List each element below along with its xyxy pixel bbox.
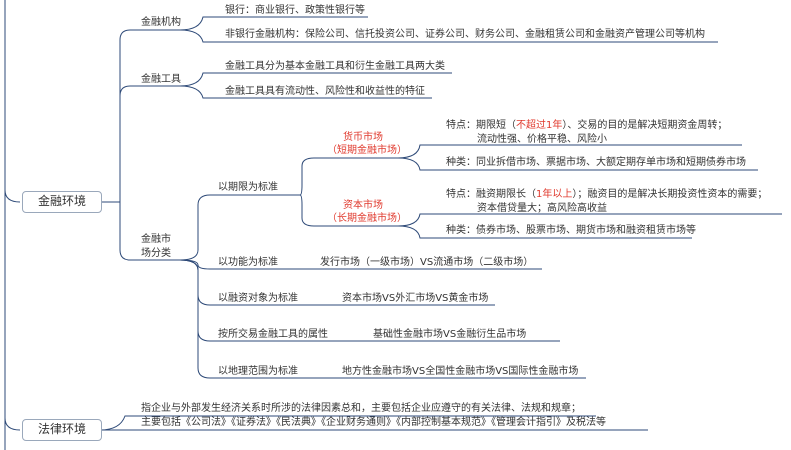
market-classification-line2: 场分类 xyxy=(141,248,171,259)
capital-feature-prefix: 特点：融资期限长（ xyxy=(446,189,536,200)
node-legal-definition[interactable]: 指企业与外部发生经济关系时所涉的法律因素总和，主要包括企业应遵守的有关法律、法规… xyxy=(141,403,581,414)
money-feature-prefix: 特点：期限短（ xyxy=(446,120,516,131)
node-tools-category[interactable]: 金融工具分为基本金融工具和衍生金融工具两大类 xyxy=(225,61,445,72)
money-feature-highlight: 不超过1年 xyxy=(516,120,563,131)
node-financial-tools[interactable]: 金融工具 xyxy=(141,74,181,85)
node-capital-market-features[interactable]: 特点：融资期限长（1年以上）；融资目的是解决长期投资性资本的需要； 资本借贷量大… xyxy=(446,188,767,216)
money-market-title: 货币市场 xyxy=(343,132,383,143)
node-by-function[interactable]: 以功能为标准 xyxy=(218,257,278,268)
node-capital-market-types[interactable]: 种类：债券市场、股票市场、期货市场和融资租赁市场等 xyxy=(446,225,696,236)
node-banks[interactable]: 银行：商业银行、政策性银行等 xyxy=(225,5,365,16)
node-by-function-value[interactable]: 发行市场（一级市场）VS流通市场（二级市场） xyxy=(320,257,534,268)
capital-market-feature-line2: 资本借贷量大；高风险高收益 xyxy=(477,203,607,214)
capital-feature-suffix: ）；融资目的是解决长期投资性资本的需要； xyxy=(572,189,768,200)
node-by-term[interactable]: 以期限为标准 xyxy=(218,182,278,193)
node-by-object-value[interactable]: 资本市场VS外汇市场VS黄金市场 xyxy=(342,293,489,304)
capital-feature-highlight: 1年以上 xyxy=(536,189,573,200)
node-financial-institutions[interactable]: 金融机构 xyxy=(141,17,181,28)
node-nonbank-institutions[interactable]: 非银行金融机构：保险公司、信托投资公司、证券公司、财务公司、金融租赁公司和金融资… xyxy=(225,29,705,40)
money-market-feature-line2: 流动性强、价格平稳、风险小 xyxy=(477,134,607,145)
node-market-classification[interactable]: 金融市 场分类 xyxy=(141,233,171,261)
node-legal-laws[interactable]: 主要包括《公司法》《证券法》《民法典》《企业财务通则》《内部控制基本规范》《管理… xyxy=(141,417,606,428)
capital-market-title: 资本市场 xyxy=(343,200,383,211)
money-market-subtitle: （短期金融市场） xyxy=(327,145,407,156)
node-tools-features[interactable]: 金融工具具有流动性、风险性和收益性的特征 xyxy=(225,86,425,97)
node-money-market[interactable]: 货币市场 （短期金融市场） xyxy=(327,131,407,157)
node-by-object[interactable]: 以融资对象为标准 xyxy=(218,293,298,304)
root-node-finance-env[interactable]: 金融环境 xyxy=(22,191,102,213)
capital-market-subtitle: （长期金融市场） xyxy=(327,213,407,224)
node-by-attribute-value[interactable]: 基础性金融市场VS金融衍生品市场 xyxy=(373,329,527,340)
root-node-legal-env[interactable]: 法律环境 xyxy=(22,419,102,441)
node-by-region[interactable]: 以地理范围为标准 xyxy=(218,366,298,377)
node-by-attribute[interactable]: 按所交易金融工具的属性 xyxy=(218,329,328,340)
node-money-market-features[interactable]: 特点：期限短（不超过1年）、交易的目的是解决短期资金周转； 流动性强、价格平稳、… xyxy=(446,119,727,147)
market-classification-line1: 金融市 xyxy=(141,234,171,245)
money-feature-suffix: ）、交易的目的是解决短期资金周转； xyxy=(562,120,728,131)
node-money-market-types[interactable]: 种类：同业拆借市场、票据市场、大额定期存单市场和短期债券市场 xyxy=(446,157,746,168)
money-market-feature-line1: 特点：期限短（不超过1年）、交易的目的是解决短期资金周转； xyxy=(446,119,727,133)
capital-market-feature-line1: 特点：融资期限长（1年以上）；融资目的是解决长期投资性资本的需要； xyxy=(446,188,767,202)
node-capital-market[interactable]: 资本市场 （长期金融市场） xyxy=(327,199,407,225)
node-by-region-value[interactable]: 地方性金融市场VS全国性金融市场VS国际性金融市场 xyxy=(342,366,579,377)
